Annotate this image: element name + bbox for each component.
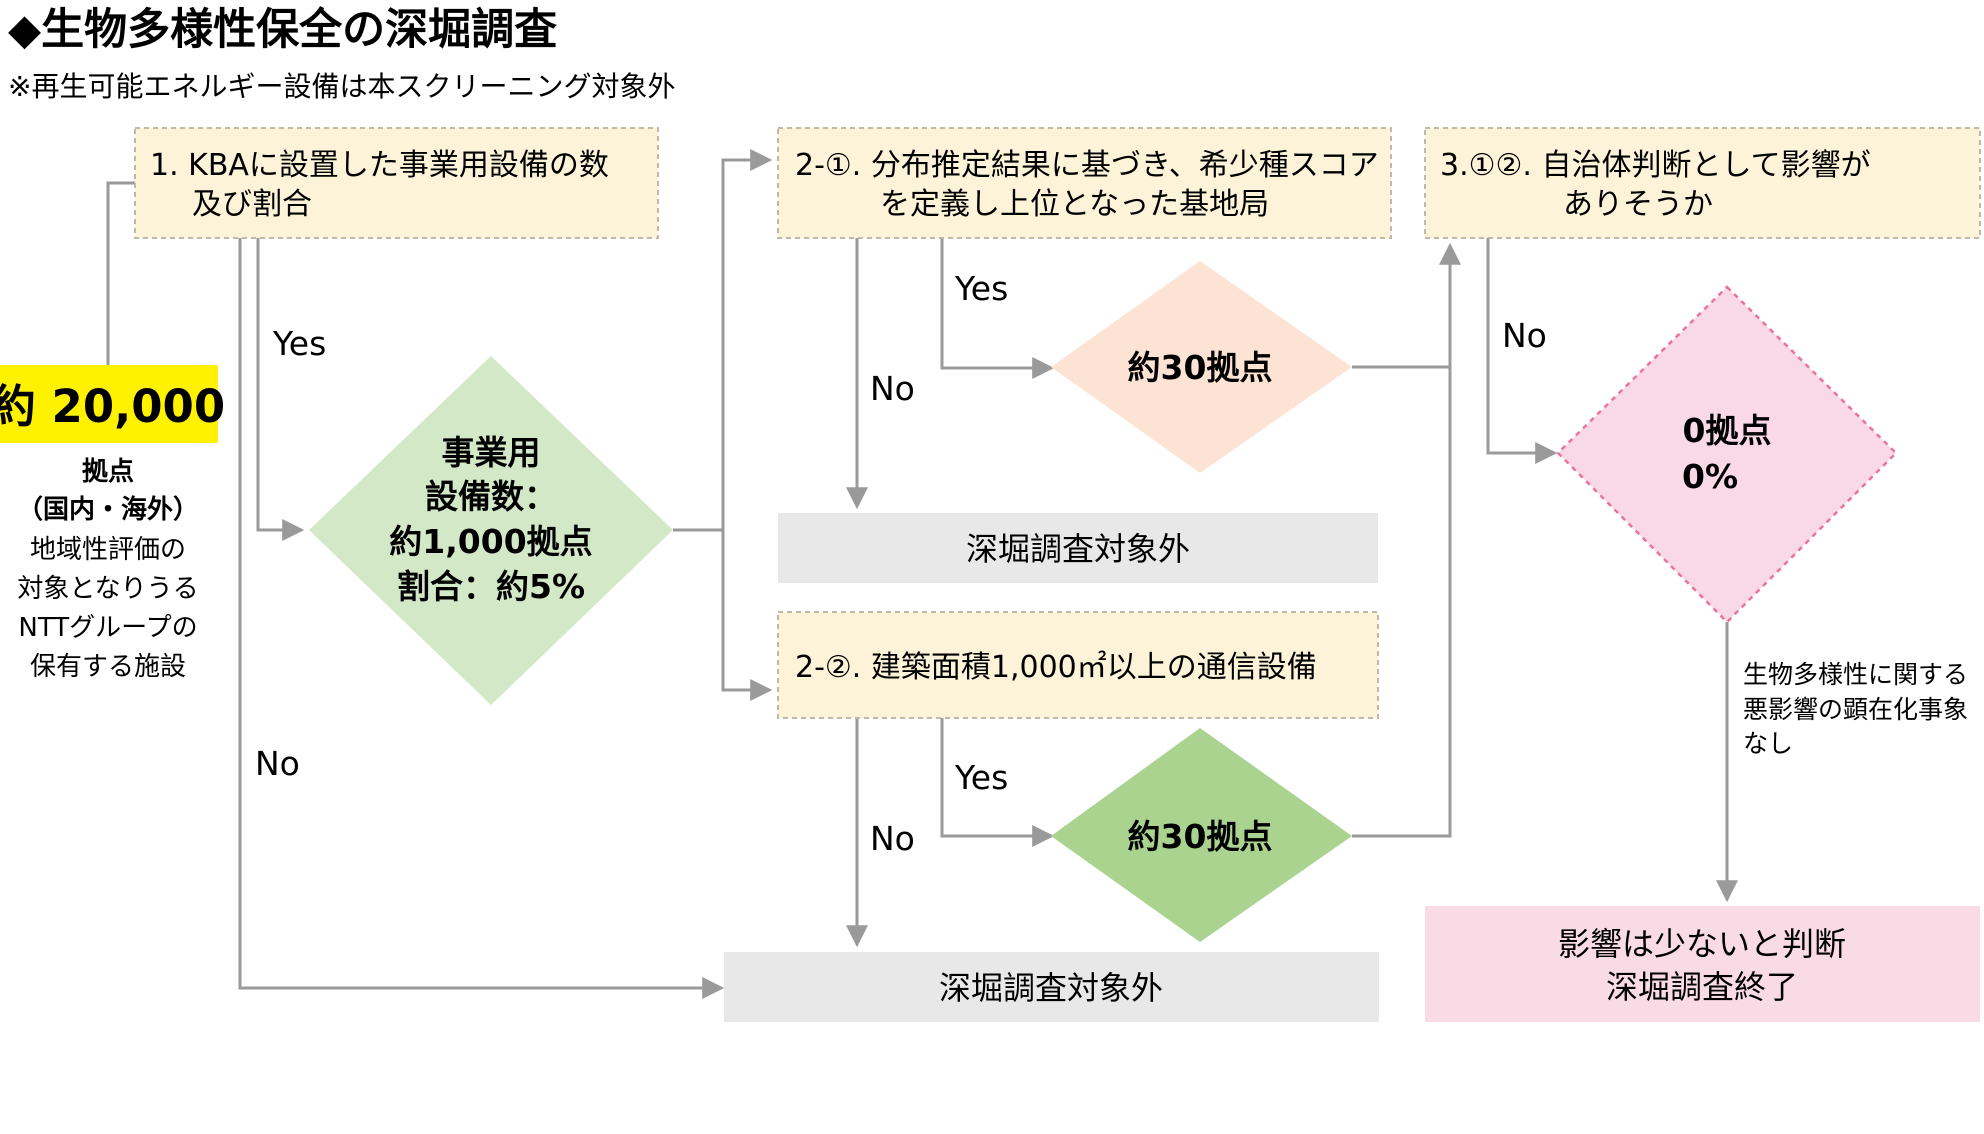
excluded-bottom-label: 深堀調査対象外 (939, 969, 1163, 1007)
diamond2b: 約30拠点 (1051, 728, 1352, 942)
excluded-top-box: 深堀調査対象外 (778, 513, 1378, 583)
start-count: 約 20,000 (0, 380, 225, 433)
diamond1-line-1: 事業用 (442, 433, 541, 472)
diamond1-line-4: 割合：約5% (397, 567, 585, 606)
step2a-box: 2-①. 分布推定結果に基づき、希少種スコア を定義し上位となった基地局 (777, 127, 1392, 239)
step3-line-2: ありそうか (1563, 187, 1713, 222)
excluded-bottom-box: 深堀調査対象外 (724, 952, 1379, 1022)
start-desc-line-1: 地域性評価の (30, 535, 186, 565)
diamond2a-label: 約30拠点 (1128, 348, 1273, 387)
step3-line-1: 3.①②. 自治体判断として影響が (1440, 148, 1871, 183)
step1-box: 1. KBAに設置した事業用設備の数 及び割合 (134, 127, 659, 239)
start-block: 約 20,000 拠点 （国内・海外） 地域性評価の 対象となりうる NTTグル… (0, 365, 225, 682)
step1-line-2: 及び割合 (192, 187, 312, 222)
note-line-1: 生物多様性に関する (1743, 660, 1968, 689)
start-unit: 拠点 (82, 456, 134, 487)
diamond3-line-1: 0拠点 (1683, 411, 1772, 450)
final-line-1: 影響は少ないと判断 (1558, 925, 1846, 963)
step2b-box: 2-②. 建築面積1,000㎡以上の通信設備 (777, 611, 1379, 719)
excluded-top-label: 深堀調査対象外 (966, 530, 1190, 568)
step2a-line-2: を定義し上位となった基地局 (880, 187, 1269, 222)
start-highlight (0, 365, 218, 443)
start-desc-line-2: 対象となりうる (17, 574, 198, 604)
diamond1: 事業用 設備数： 約1,000拠点 割合：約5% (309, 356, 673, 705)
final-line-2: 深堀調査終了 (1606, 968, 1798, 1006)
step2a-line-1: 2-①. 分布推定結果に基づき、希少種スコア (795, 148, 1379, 183)
diamond1-line-3: 約1,000拠点 (389, 522, 592, 561)
final-box: 影響は少ないと判断 深堀調査終了 (1425, 906, 1980, 1022)
diamond3-line-2: 0% (1682, 457, 1738, 496)
step1-line-1: 1. KBAに設置した事業用設備の数 (150, 148, 609, 183)
no-label-step1: No (255, 744, 300, 783)
note-line-2: 悪影響の顕在化事象 (1743, 695, 1968, 724)
yes-label-step2a: Yes (954, 269, 1008, 308)
no-label-step2a: No (870, 369, 915, 408)
yes-label-step2b: Yes (954, 758, 1008, 797)
diamond3-note: 生物多様性に関する 悪影響の顕在化事象 なし (1743, 660, 1968, 758)
start-desc-line-4: 保有する施設 (30, 652, 186, 682)
step2b-label: 2-②. 建築面積1,000㎡以上の通信設備 (795, 650, 1317, 685)
connectors (106, 149, 1738, 999)
step3-box: 3.①②. 自治体判断として影響が ありそうか (1424, 127, 1981, 239)
no-label-step2b: No (870, 819, 915, 858)
page-subtitle: ※再生可能エネルギー設備は本スクリーニング対象外 (8, 70, 675, 103)
yes-label-step1: Yes (272, 324, 326, 363)
start-scope: （国内・海外） (17, 495, 199, 525)
note-line-3: なし (1743, 729, 1793, 758)
no-label-step3: No (1502, 316, 1547, 355)
diamond2b-label: 約30拠点 (1128, 817, 1273, 856)
start-desc-line-3: NTTグループの (18, 613, 197, 643)
diamond2a: 約30拠点 (1051, 261, 1352, 473)
diamond1-line-2: 設備数： (425, 477, 557, 516)
diamond3: 0拠点 0% (1556, 285, 1898, 624)
page-title: ◆生物多様性保全の深堀調査 (8, 5, 557, 55)
